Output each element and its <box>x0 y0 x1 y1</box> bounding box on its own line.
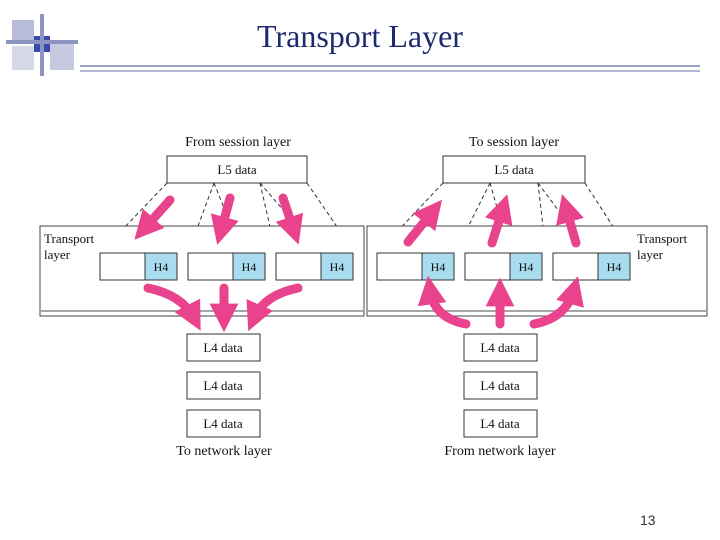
receiver-bottom-label: From network layer <box>444 444 556 459</box>
slide-ornament <box>6 14 700 76</box>
receiver-header-2 <box>509 252 543 281</box>
svg-text:H4: H4 <box>431 260 446 274</box>
curve-arrow-up-left <box>417 275 471 329</box>
ornament-square-3 <box>12 46 34 70</box>
svg-text:L4 data: L4 data <box>480 378 520 393</box>
up-arrow-1 <box>403 199 443 247</box>
receiver-l4-box-3 <box>463 409 538 438</box>
receiver-input-arrows <box>417 275 584 329</box>
sender-layer-label-2: layer <box>44 247 71 262</box>
receiver-header-3 <box>597 252 631 281</box>
receiver-l4-box-2 <box>463 371 538 400</box>
receiver-segment-2: H4 <box>464 252 543 281</box>
sender-l4-box-3 <box>186 409 261 438</box>
receiver-l5-label: L5 data <box>494 162 534 177</box>
receiver-l5-box <box>442 155 586 184</box>
sender-top-label: From session layer <box>185 135 291 150</box>
up-arrow-2 <box>484 194 513 248</box>
sender-side: From session layer L5 data Transport lay… <box>39 135 365 459</box>
svg-text:L4 data: L4 data <box>203 378 243 393</box>
sender-bottom-label: To network layer <box>176 444 272 459</box>
receiver-header-1 <box>421 252 455 281</box>
sender-segmentation-arrows <box>134 193 304 245</box>
sender-header-1 <box>144 252 178 281</box>
receiver-layer-label-1: Transport <box>637 231 687 246</box>
svg-text:L4 data: L4 data <box>203 416 243 431</box>
receiver-reassembly-arrows <box>403 194 584 248</box>
svg-text:L4 data: L4 data <box>480 416 520 431</box>
sender-header-3 <box>320 252 354 281</box>
ornament-square-1 <box>12 20 34 42</box>
sender-header-2 <box>232 252 266 281</box>
svg-text:L4 data: L4 data <box>203 340 243 355</box>
curve-arrow-up-right <box>529 276 584 329</box>
svg-text:H4: H4 <box>154 260 169 274</box>
receiver-l4-box-1 <box>463 333 538 362</box>
sender-l4-box-2 <box>186 371 261 400</box>
svg-text:H4: H4 <box>519 260 534 274</box>
ornament-vbar <box>40 14 44 76</box>
curve-arrow-right <box>246 283 303 332</box>
sender-segment-2: H4 <box>187 252 266 281</box>
sender-l4-box-1 <box>186 333 261 362</box>
receiver-segment-3: H4 <box>552 252 631 281</box>
receiver-layer-label-2: layer <box>637 247 664 262</box>
sender-segment-1: H4 <box>99 252 178 281</box>
page-number: 13 <box>640 512 656 528</box>
svg-text:H4: H4 <box>242 260 257 274</box>
page-title: Transport Layer <box>257 18 463 54</box>
sender-output-arrows <box>143 283 303 333</box>
curve-arrow-left <box>143 283 201 331</box>
receiver-top-label: To session layer <box>469 135 559 150</box>
up-arrow-3 <box>556 194 584 248</box>
down-arrow-1 <box>134 195 175 240</box>
sender-l5-label: L5 data <box>217 162 257 177</box>
ornament-square-4 <box>50 44 74 70</box>
down-arrow-2 <box>210 193 239 245</box>
sender-layer-label-1: Transport <box>44 231 94 246</box>
svg-text:H4: H4 <box>330 260 345 274</box>
receiver-side: To session layer L5 data Transport layer… <box>366 135 708 459</box>
receiver-segment-1: H4 <box>376 252 455 281</box>
svg-text:L4 data: L4 data <box>480 340 520 355</box>
ornament-hbar <box>6 40 78 44</box>
down-arrow-3 <box>275 193 304 245</box>
sender-l5-box <box>166 155 308 184</box>
svg-text:H4: H4 <box>607 260 622 274</box>
sender-segment-3: H4 <box>275 252 354 281</box>
